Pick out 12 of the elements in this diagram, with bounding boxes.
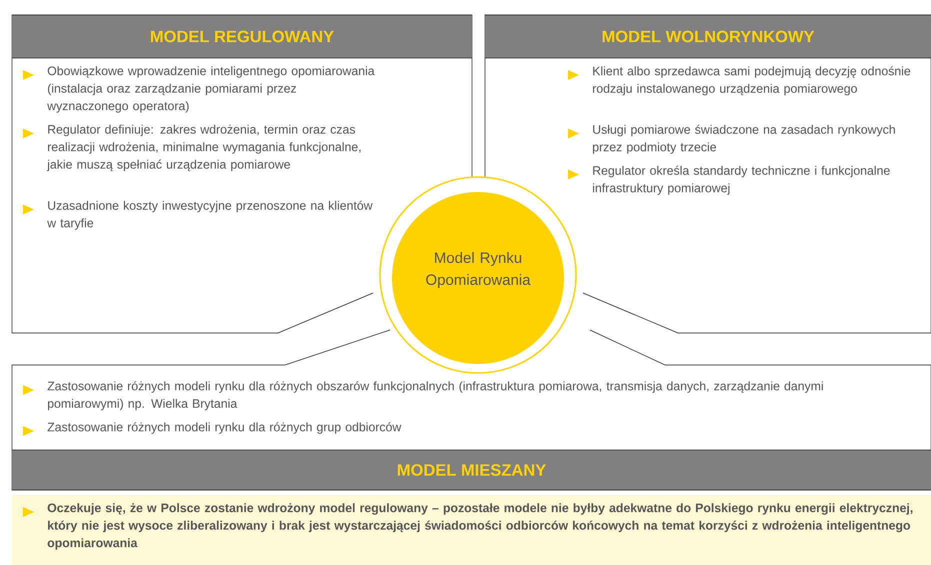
bullet-item: Usługi pomiarowe świadczone na zasadach rynkowych przez podmioty trzecie xyxy=(568,124,895,154)
bullet-item: Obowiązkowe wprowadzenie inteligentnego opomiarowania (instalacja oraz zarządzanie pomiarami przez wyznaczonego operatora) xyxy=(23,66,375,113)
bullet-item: Zastosowanie różnych modeli rynku dla różnych obszarów funkcjonalnych (infrastruktura pomiarowa, transmisja danych, zarządzanie danymi pomiarowymi) np. Wielka Brytania xyxy=(23,381,823,410)
note-box: Oczekuje się, że w Polsce zostanie wdrożony model regulowany – pozostałe modele nie byłby adekwatne do Polskiego rynku energii elektrycznej, który nie jest wysoce zliberalizowany i brak jest wystarczającej świadomości odbiorców końcowych na temat korzyści z wdrożenia inteligentnego opomiarowania xyxy=(12,495,931,565)
bullet-item: Klient albo sprzedawca sami podejmują decyzję odnośnie rodzaju instalowanego urządzenia pomiarowego xyxy=(568,66,910,96)
bullet-item: Zastosowanie różnych modeli rynku dla różnych grup odbiorców xyxy=(23,422,402,436)
bullet-item: Uzasadnione koszty inwestycyjne przenoszone na klientów w taryfie xyxy=(23,200,373,230)
header-band: MODEL WOLNORYNKOWY xyxy=(484,14,931,58)
circle-badge: Model Rynku Opomiarowania xyxy=(379,176,577,374)
bullet-item: Regulator definiuje: zakres wdrożenia, termin oraz czas realizacji wdrożenia, minimalne wymagania funkcjonalne, jakie muszą spełniać urządzenia pomiarowe xyxy=(23,124,360,172)
header-band: MODEL MIESZANY xyxy=(12,450,931,490)
header-band: MODEL REGULOWANY xyxy=(12,14,472,58)
